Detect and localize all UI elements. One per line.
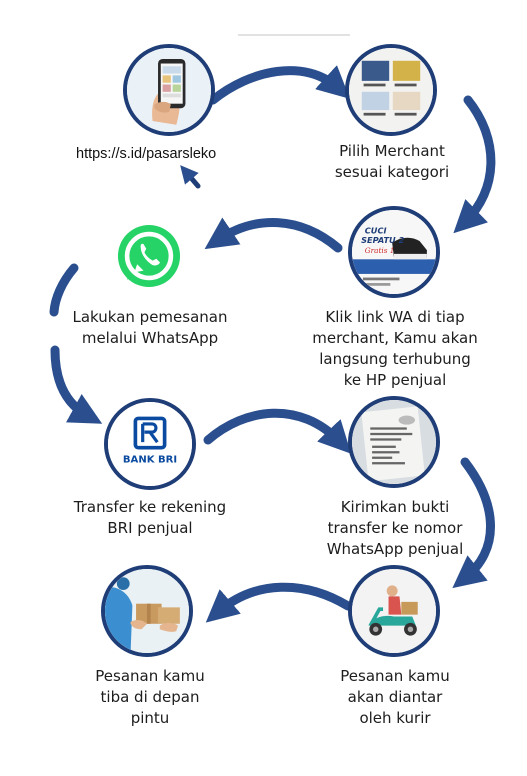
arrow-phone-to-merchant	[208, 65, 350, 105]
step-whatsapp-caption: Lakukan pemesanan melalui WhatsApp	[72, 308, 228, 347]
step-receipt-circle	[348, 396, 440, 488]
sneaker-promo-icon: CUCI SEPATU 2 Gratis 1	[352, 210, 436, 294]
step-walink-caption: Klik link WA di tiap merchant, Kamu akan…	[312, 308, 478, 389]
bank-bri-icon: BANK BRI	[108, 402, 192, 486]
step-bri-caption: Transfer ke rekening BRI penjual	[73, 498, 227, 537]
promo-accent: Gratis 1	[365, 246, 395, 255]
arrow-bri-to-receipt	[203, 408, 352, 454]
step-delivered-circle	[101, 565, 193, 657]
smartphone-icon	[127, 48, 211, 132]
arrow-whatsapp-to-bri	[50, 345, 103, 424]
arrow-whatsapp-to-bri-top	[49, 263, 79, 317]
package-handover-icon	[105, 569, 189, 653]
arrow-walink-to-whatsapp	[204, 217, 343, 253]
promo-title-line1: CUCI	[365, 226, 387, 236]
receipt-icon	[352, 400, 436, 484]
step-merchant-caption: Pilih Merchant sesuai kategori	[334, 142, 450, 181]
merchant-catalog-icon	[349, 48, 433, 132]
small-up-arrow	[180, 165, 201, 189]
step-merchant-circle	[345, 44, 437, 136]
scooter-courier-icon	[352, 569, 436, 653]
top-divider	[238, 34, 350, 36]
step-receipt-caption: Kirimkan bukti transfer ke nomor WhatsAp…	[326, 498, 464, 558]
step-bri-circle: BANK BRI	[104, 398, 196, 490]
whatsapp-icon	[117, 224, 181, 288]
step-phone-circle	[123, 44, 215, 136]
step-delivered-caption: Pesanan kamu tiba di depan pintu	[95, 667, 205, 727]
arrow-courier-to-delivered	[205, 582, 353, 623]
step-walink-circle: CUCI SEPATU 2 Gratis 1	[348, 206, 440, 298]
step-courier-circle	[348, 565, 440, 657]
step-courier-caption: Pesanan kamu akan diantar oleh kurir	[340, 667, 450, 727]
promo-title-line2: SEPATU 2	[361, 235, 404, 245]
step-whatsapp-circle	[103, 210, 195, 302]
step-phone-caption[interactable]: https://s.id/pasarsleko	[76, 146, 217, 162]
bri-logo-text: BANK BRI	[123, 454, 177, 465]
